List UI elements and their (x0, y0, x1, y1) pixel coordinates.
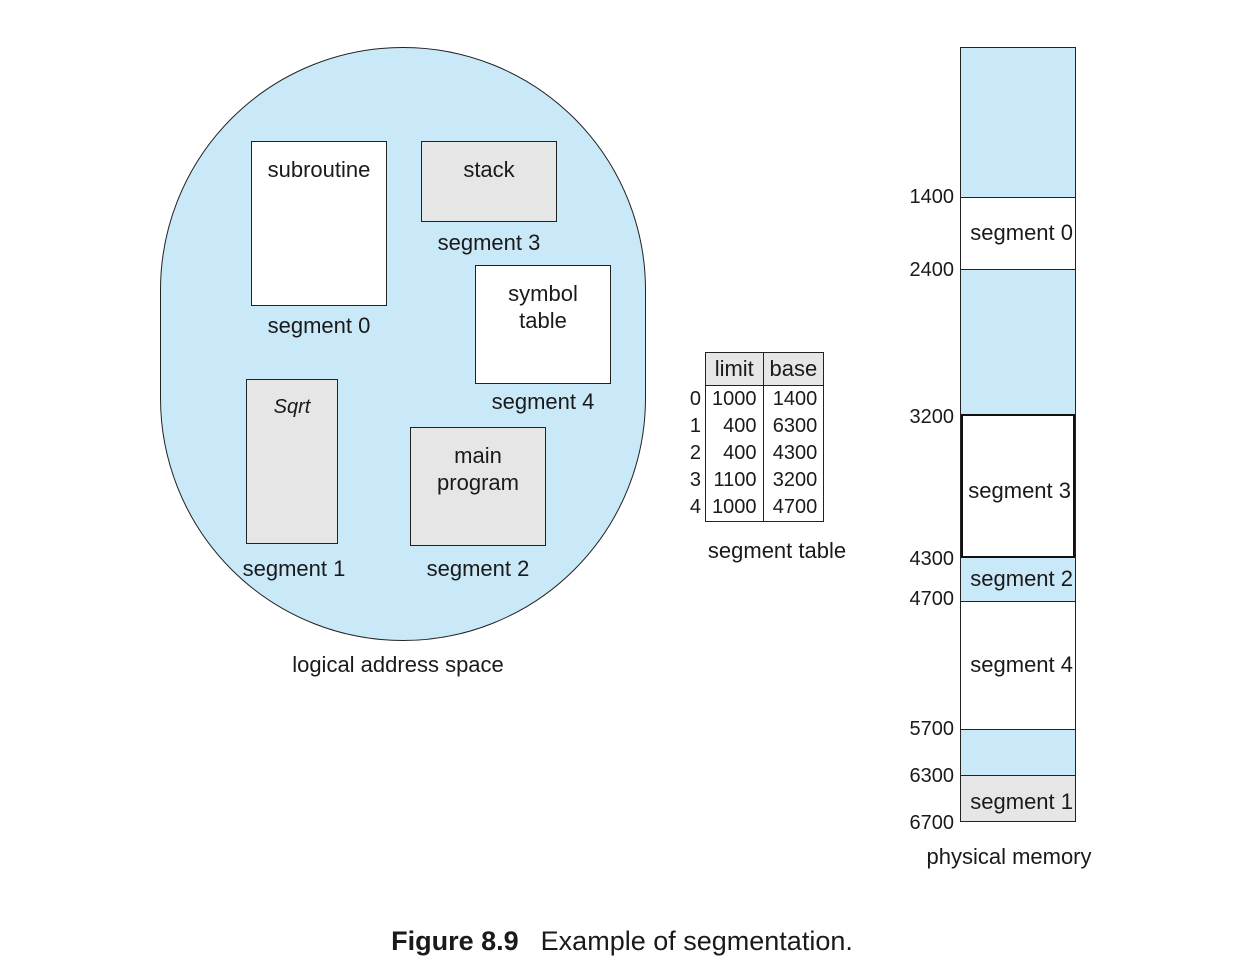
base-cell: 6300 (762, 413, 825, 440)
limit-cell: 400 (705, 440, 764, 467)
memory-segment-4-label: segment 4 (970, 652, 1073, 677)
memory-segment-1-label: segment 1 (970, 789, 1073, 814)
base-cell: 3200 (762, 467, 825, 494)
row-index: 4 (689, 496, 701, 519)
segment-0-label: segment 0 (267, 313, 371, 338)
base-cell: 4300 (762, 440, 825, 467)
address-label: 4700 (909, 588, 955, 610)
segment-2-content-line2: program (437, 470, 519, 495)
segment-4-label: segment 4 (491, 389, 595, 414)
limit-cell: 1000 (705, 385, 764, 413)
address-label: 1400 (909, 186, 955, 208)
memory-segment-2-label: segment 2 (970, 566, 1073, 591)
row-index: 2 (689, 442, 701, 464)
memory-segment-1: segment 1 (961, 775, 1075, 821)
figure-caption-text: Example of segmentation. (540, 926, 853, 956)
row-index: 1 (689, 415, 701, 437)
row-index: 0 (689, 387, 701, 410)
physical-memory: segment 0 segment 3 segment 2 segment 4 … (960, 47, 1076, 822)
segment-0-block: subroutine (251, 141, 387, 306)
memory-segment-2: segment 2 (961, 558, 1075, 602)
segment-1-label: segment 1 (242, 556, 346, 581)
memory-segment-4: segment 4 (961, 601, 1075, 730)
table-row: 0 1000 1400 (683, 385, 825, 413)
segment-4-content-line1: symbol (508, 281, 578, 306)
segment-0-content: subroutine (267, 157, 371, 182)
segment-table-label: segment table (707, 538, 847, 563)
row-index: 3 (689, 469, 701, 491)
segment-2-label: segment 2 (426, 556, 530, 581)
base-cell: 4700 (762, 494, 825, 522)
limit-cell: 1100 (705, 467, 764, 494)
segment-3-content: stack (463, 157, 515, 182)
segment-2-block: main program (410, 427, 546, 546)
limit-cell: 400 (705, 413, 764, 440)
segment-1-content: Sqrt (273, 396, 311, 418)
memory-segment-0: segment 0 (961, 197, 1075, 270)
address-label: 4300 (909, 548, 955, 570)
table-row: 3 1100 3200 (683, 467, 825, 494)
memory-segment-0-label: segment 0 (970, 220, 1073, 245)
table-row: 1 400 6300 (683, 413, 825, 440)
figure-caption: Figure 8.9 Example of segmentation. (0, 926, 1244, 957)
segment-table-header-limit: limit (705, 352, 764, 386)
segment-3-label: segment 3 (437, 230, 541, 255)
address-label: 5700 (909, 718, 955, 740)
segment-4-block: symbol table (475, 265, 611, 384)
segment-2-content-line1: main (454, 443, 502, 468)
memory-segment-3: segment 3 (961, 414, 1075, 558)
logical-space-label: logical address space (292, 652, 504, 677)
segment-table-header-base: base (762, 352, 825, 386)
limit-cell: 1000 (705, 494, 764, 522)
address-label: 3200 (909, 406, 955, 428)
memory-segment-3-label: segment 3 (968, 478, 1071, 503)
address-label: 6700 (909, 812, 955, 834)
physical-memory-label: physical memory (926, 844, 1092, 869)
figure-number: Figure 8.9 (391, 926, 519, 956)
segment-table: limit base 0 1000 1400 1 400 6300 2 400 … (683, 352, 825, 522)
segment-1-block: Sqrt (246, 379, 338, 544)
segment-table-corner (683, 353, 706, 386)
segment-4-content-line2: table (519, 308, 567, 333)
address-label: 2400 (909, 259, 955, 281)
table-row: 4 1000 4700 (683, 494, 825, 522)
base-cell: 1400 (762, 385, 825, 413)
segment-3-block: stack (421, 141, 557, 222)
table-row: 2 400 4300 (683, 440, 825, 467)
address-label: 6300 (909, 765, 955, 787)
